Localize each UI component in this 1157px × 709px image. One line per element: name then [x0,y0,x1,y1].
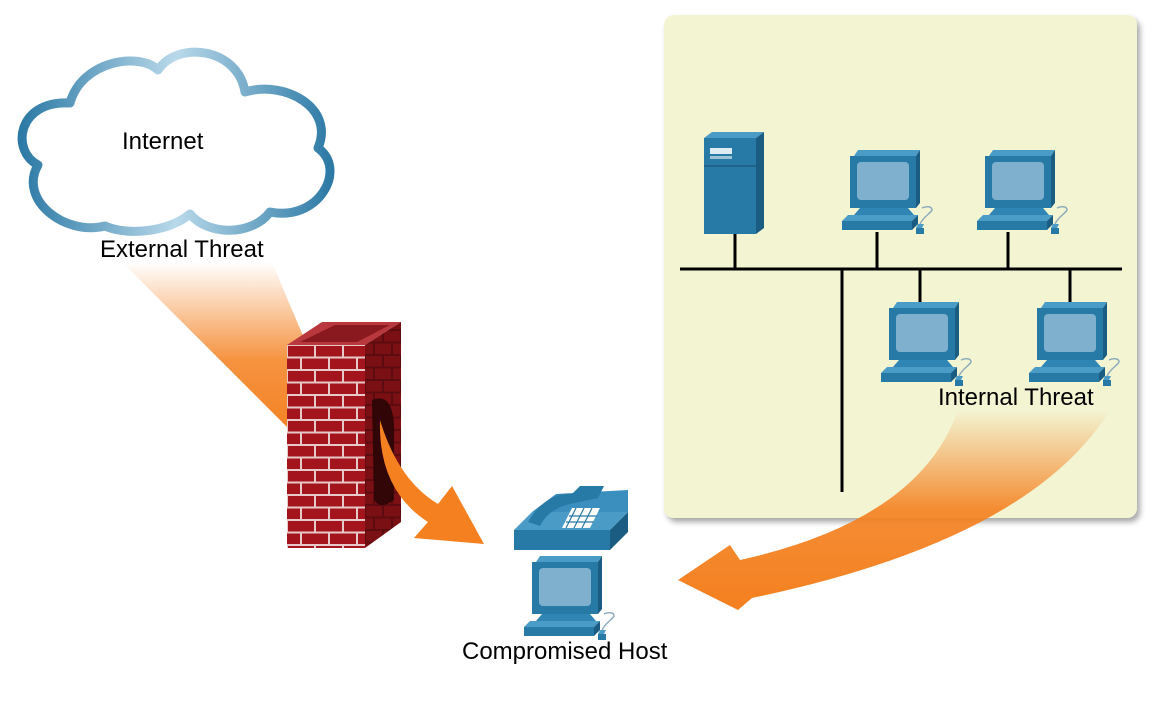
ip-phone-icon [514,486,628,550]
compromised-host-label: Compromised Host [462,638,668,665]
cloud-icon [17,47,335,236]
internal-network-panel [664,15,1137,518]
breach-arrow [379,420,484,544]
server-icon [703,132,765,235]
internal-threat-arrow [678,410,1110,610]
internet-label: Internet [122,128,204,155]
desktop-computer-icon [523,555,615,641]
external-threat-label: External Threat [100,236,264,263]
lan-bus [680,232,1122,492]
internal-threat-label: Internal Threat [938,384,1094,411]
